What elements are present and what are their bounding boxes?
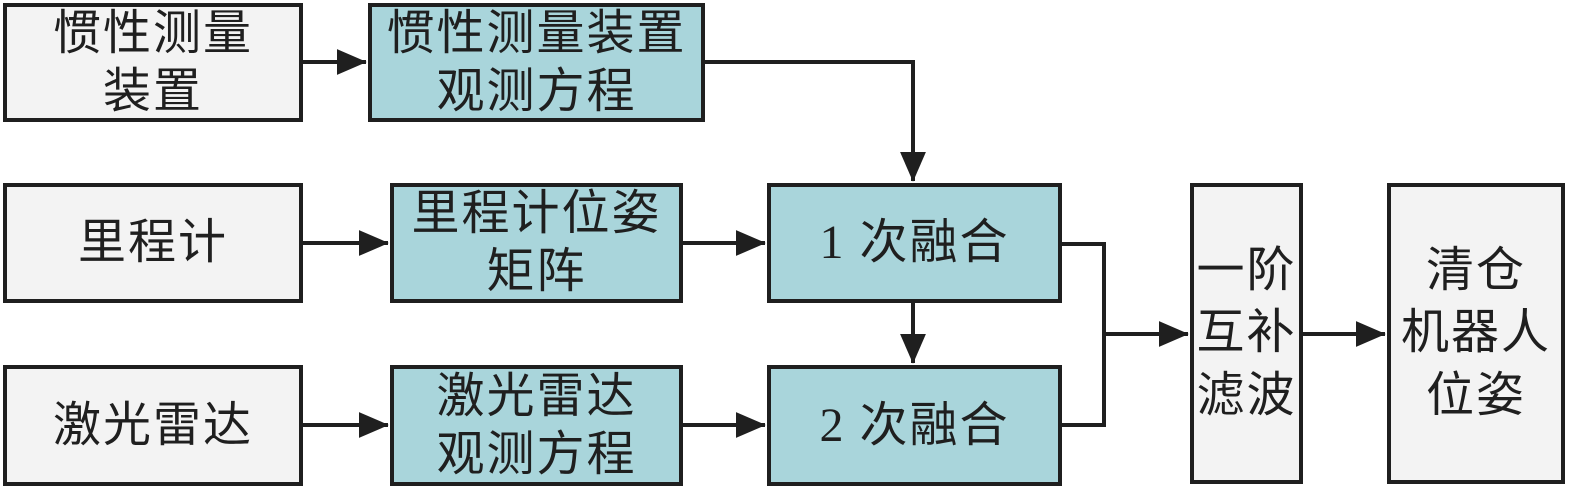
fusion-first-box: 1 次融合 <box>767 183 1062 303</box>
fusion-second-label: 2 次融合 <box>819 398 1010 452</box>
connector-fusion1-to-merge <box>1062 242 1106 334</box>
complementary-filter-label: 一阶 互补 滤波 <box>1196 243 1297 422</box>
odometer-box: 里程计 <box>3 183 303 303</box>
imu-observation-box: 惯性测量装置 观测方程 <box>368 3 705 122</box>
fusion-first-label: 1 次融合 <box>819 216 1010 270</box>
odometer-pose-label: 里程计位姿 矩阵 <box>411 187 662 298</box>
lidar-observation-box: 激光雷达 观测方程 <box>390 365 683 486</box>
odometer-pose-box: 里程计位姿 矩阵 <box>390 183 683 303</box>
imu-label: 惯性测量 装置 <box>52 6 253 118</box>
complementary-filter-box: 一阶 互补 滤波 <box>1190 183 1303 484</box>
robot-pose-box: 清仓 机器人 位姿 <box>1387 183 1565 484</box>
lidar-box: 激光雷达 <box>3 365 303 486</box>
robot-pose-label: 清仓 机器人 位姿 <box>1400 243 1551 422</box>
arrow-imu-observation-to-fusion1 <box>705 60 926 182</box>
imu-observation-label: 惯性测量装置 观测方程 <box>386 6 687 118</box>
fusion-second-box: 2 次融合 <box>767 365 1062 486</box>
imu-box: 惯性测量 装置 <box>3 3 303 122</box>
lidar-observation-label: 激光雷达 观测方程 <box>436 369 637 481</box>
lidar-label: 激光雷达 <box>52 398 253 452</box>
odometer-label: 里程计 <box>77 216 228 270</box>
connector-fusion2-to-merge <box>1062 334 1106 427</box>
